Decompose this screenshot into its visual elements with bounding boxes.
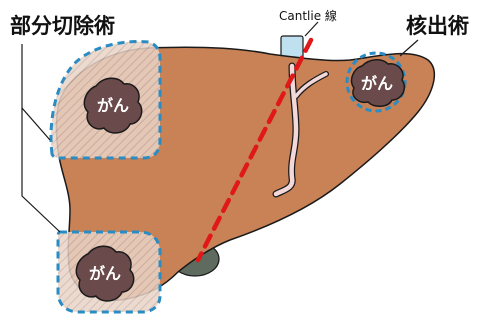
tumor-right: がん xyxy=(352,60,405,107)
enucleation-label: 核出術 xyxy=(406,14,469,38)
tumor-label: がん xyxy=(89,264,121,283)
cantlie-line-label: Cantlie 線 xyxy=(279,8,337,23)
tumor-label: がん xyxy=(361,74,393,93)
partial-resection-label: 部分切除術 xyxy=(10,14,115,38)
tumor-label: がん xyxy=(97,96,129,115)
